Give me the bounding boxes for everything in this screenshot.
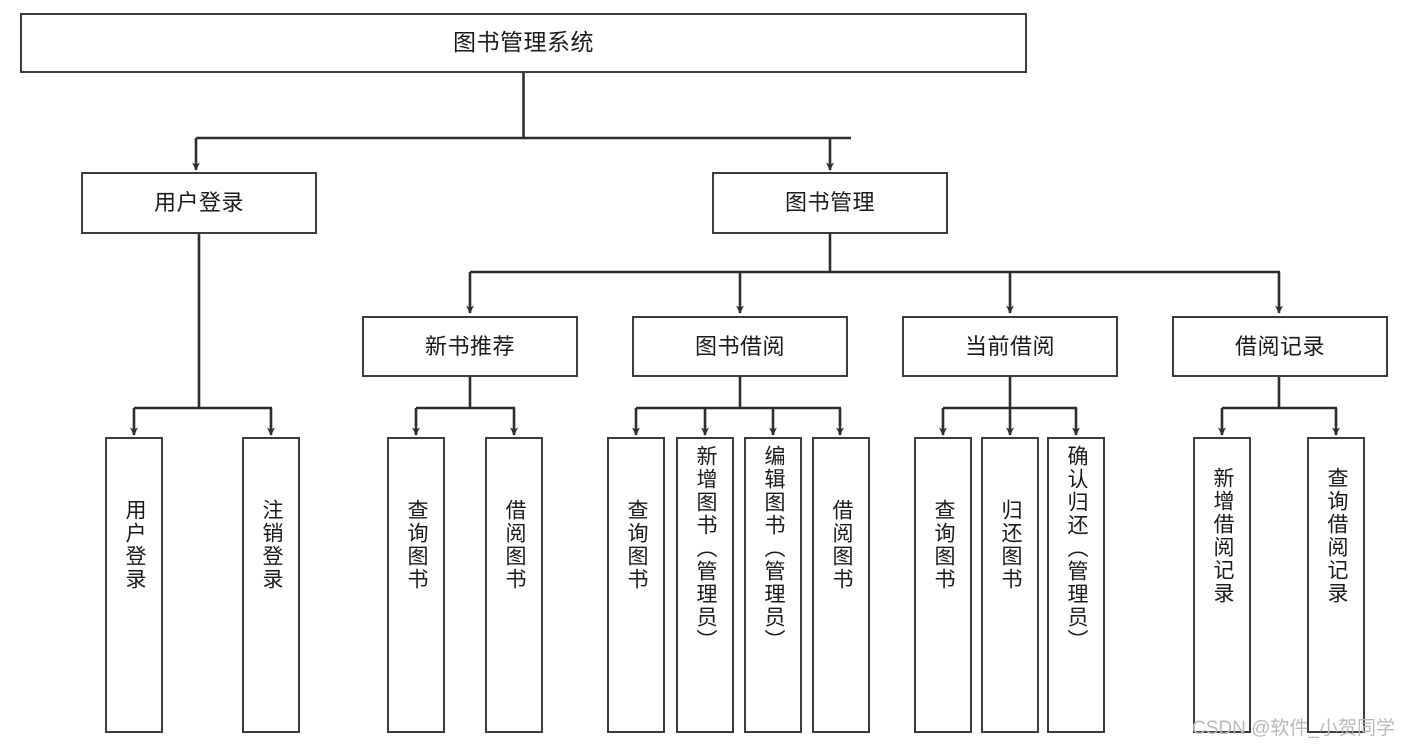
node-leaf-borrow-book-1-label: 借阅图书 <box>503 499 527 591</box>
node-leaf-borrow-book-2-label: 借阅图书 <box>830 499 854 591</box>
node-leaf-add-record-label: 新增借阅记录 <box>1211 467 1235 605</box>
node-book-manage[interactable]: 图书管理 <box>712 172 948 234</box>
node-new-book-rec-label: 新书推荐 <box>424 333 515 359</box>
node-leaf-query-book-1-label: 查询图书 <box>405 499 429 591</box>
node-leaf-borrow-book-1[interactable]: 借阅图书 <box>485 437 543 733</box>
node-borrow-record[interactable]: 借阅记录 <box>1172 316 1388 377</box>
node-book-manage-label: 图书管理 <box>784 190 875 216</box>
node-leaf-query-record[interactable]: 查询借阅记录 <box>1307 437 1365 733</box>
node-leaf-borrow-book-2[interactable]: 借阅图书 <box>812 437 870 733</box>
node-book-borrow-label: 图书借阅 <box>694 333 785 359</box>
node-root-label: 图书管理系统 <box>453 29 594 56</box>
node-leaf-confirm-return-label: 确认归还（管理员） <box>1065 445 1089 652</box>
node-current-borrow-label: 当前借阅 <box>964 333 1055 359</box>
node-leaf-edit-book-label: 编辑图书（管理员） <box>762 445 786 652</box>
node-current-borrow[interactable]: 当前借阅 <box>902 316 1118 377</box>
node-borrow-record-label: 借阅记录 <box>1234 333 1325 359</box>
node-book-borrow[interactable]: 图书借阅 <box>632 316 848 377</box>
node-leaf-return-book[interactable]: 归还图书 <box>981 437 1039 733</box>
node-leaf-add-record[interactable]: 新增借阅记录 <box>1193 437 1251 733</box>
node-leaf-user-login-label: 用户登录 <box>123 499 147 591</box>
node-leaf-query-book-2[interactable]: 查询图书 <box>607 437 665 733</box>
watermark-text: CSDN @软件_小贺同学 <box>1192 718 1395 739</box>
node-leaf-query-book-3[interactable]: 查询图书 <box>914 437 972 733</box>
node-root[interactable]: 图书管理系统 <box>20 13 1027 73</box>
node-new-book-rec[interactable]: 新书推荐 <box>362 316 578 377</box>
node-leaf-confirm-return[interactable]: 确认归还（管理员） <box>1047 437 1105 733</box>
node-leaf-query-record-label: 查询借阅记录 <box>1325 467 1349 605</box>
node-user-login-label: 用户登录 <box>153 190 244 216</box>
node-leaf-logout-label: 注销登录 <box>260 499 284 591</box>
node-leaf-query-book-3-label: 查询图书 <box>932 499 956 591</box>
node-user-login[interactable]: 用户登录 <box>81 172 317 234</box>
node-leaf-query-book-1[interactable]: 查询图书 <box>387 437 445 733</box>
node-leaf-edit-book[interactable]: 编辑图书（管理员） <box>744 437 802 733</box>
node-leaf-add-book-label: 新增图书（管理员） <box>694 445 718 652</box>
node-leaf-user-login[interactable]: 用户登录 <box>105 437 163 733</box>
node-leaf-add-book[interactable]: 新增图书（管理员） <box>676 437 734 733</box>
node-leaf-query-book-2-label: 查询图书 <box>625 499 649 591</box>
node-leaf-return-book-label: 归还图书 <box>999 499 1023 591</box>
node-leaf-logout[interactable]: 注销登录 <box>242 437 300 733</box>
